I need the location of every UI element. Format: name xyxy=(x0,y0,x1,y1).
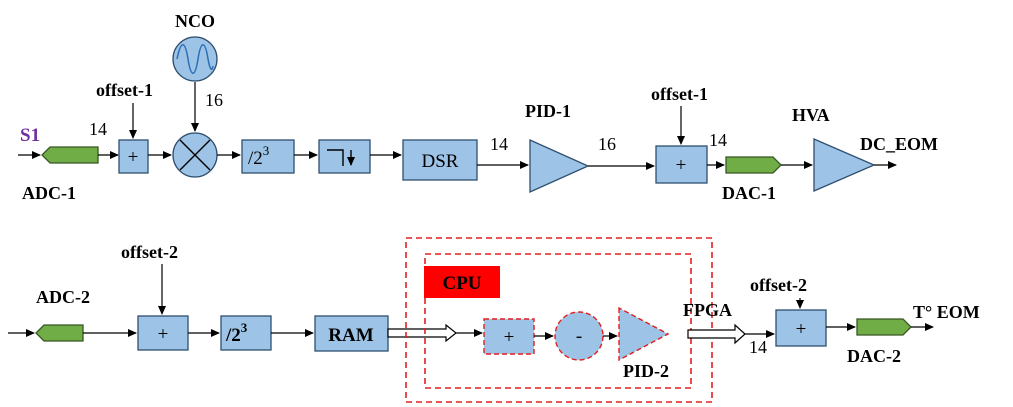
decimator-block xyxy=(318,139,371,174)
nco-label: NCO xyxy=(175,11,215,31)
width-label-14b: 14 xyxy=(490,134,508,154)
offset-1b-label: offset-1 xyxy=(651,84,708,104)
offset-1-label: offset-1 xyxy=(96,80,153,100)
adder-3-symbol: + xyxy=(158,324,169,345)
adc-2-label: ADC-2 xyxy=(36,287,90,307)
dac-1-converter xyxy=(725,156,782,174)
adder-1-block xyxy=(118,139,149,174)
bus-arrow-pid2-fpga xyxy=(687,323,746,345)
hva-amplifier xyxy=(813,138,876,192)
ram-block xyxy=(314,315,389,352)
adder-1-symbol: + xyxy=(128,147,139,168)
width-label-14c: 14 xyxy=(709,130,727,150)
width-label-14a: 14 xyxy=(89,119,107,139)
nco-oscillator xyxy=(172,36,218,82)
dac-2-label: DAC-2 xyxy=(847,346,901,366)
adder-3-block xyxy=(137,315,189,351)
offset-2-label: offset-2 xyxy=(121,242,178,262)
decimation-icon xyxy=(327,149,344,166)
ram-label: RAM xyxy=(328,325,373,346)
cpu-dashed-frame xyxy=(424,253,692,389)
cpu-subtract-symbol: - xyxy=(576,326,582,347)
cpu-adder-block xyxy=(483,318,535,355)
dsr-label: DSR xyxy=(422,151,459,172)
divider-2-label: /23 xyxy=(225,320,248,346)
divider-1-label: /23 xyxy=(248,143,269,169)
fpga-dashed-frame xyxy=(405,237,713,403)
dc-eom-output-label: DC_EOM xyxy=(860,134,938,154)
adder-4-block xyxy=(775,309,827,347)
dac-2-converter xyxy=(856,318,912,336)
divider-1-block xyxy=(241,139,295,174)
pid-1-amplifier xyxy=(529,138,590,194)
t-eom-output-label: T° EOM xyxy=(913,302,980,322)
signal-label-s1: S1 xyxy=(20,125,40,146)
adc-2-converter xyxy=(35,324,84,342)
pid-2-label: PID-2 xyxy=(623,361,669,381)
divider-2-block xyxy=(220,315,272,351)
pid-1-label: PID-1 xyxy=(525,101,571,121)
dsr-block xyxy=(402,139,478,181)
pid-2-amplifier xyxy=(618,306,670,362)
adc-1-label: ADC-1 xyxy=(22,183,76,203)
adder-2-block xyxy=(655,145,708,184)
cpu-label: CPU xyxy=(442,273,481,294)
sine-wave-icon xyxy=(176,44,214,74)
bus-arrow-ram-cpu xyxy=(387,323,457,343)
hva-label: HVA xyxy=(792,105,830,125)
adder-4-symbol: + xyxy=(796,319,807,340)
adc-1-converter xyxy=(41,146,99,164)
adder-2-symbol: + xyxy=(676,155,687,176)
width-label-14d: 14 xyxy=(749,337,767,357)
offset-2b-label: offset-2 xyxy=(750,275,807,295)
multiply-icon-stroke-b xyxy=(179,139,211,171)
fpga-label: FPGA xyxy=(683,300,732,320)
cpu-badge xyxy=(424,266,500,298)
width-label-16a: 16 xyxy=(205,90,223,110)
dac-1-label: DAC-1 xyxy=(722,183,776,203)
width-label-16b: 16 xyxy=(598,134,616,154)
cpu-adder-symbol: + xyxy=(504,327,515,348)
